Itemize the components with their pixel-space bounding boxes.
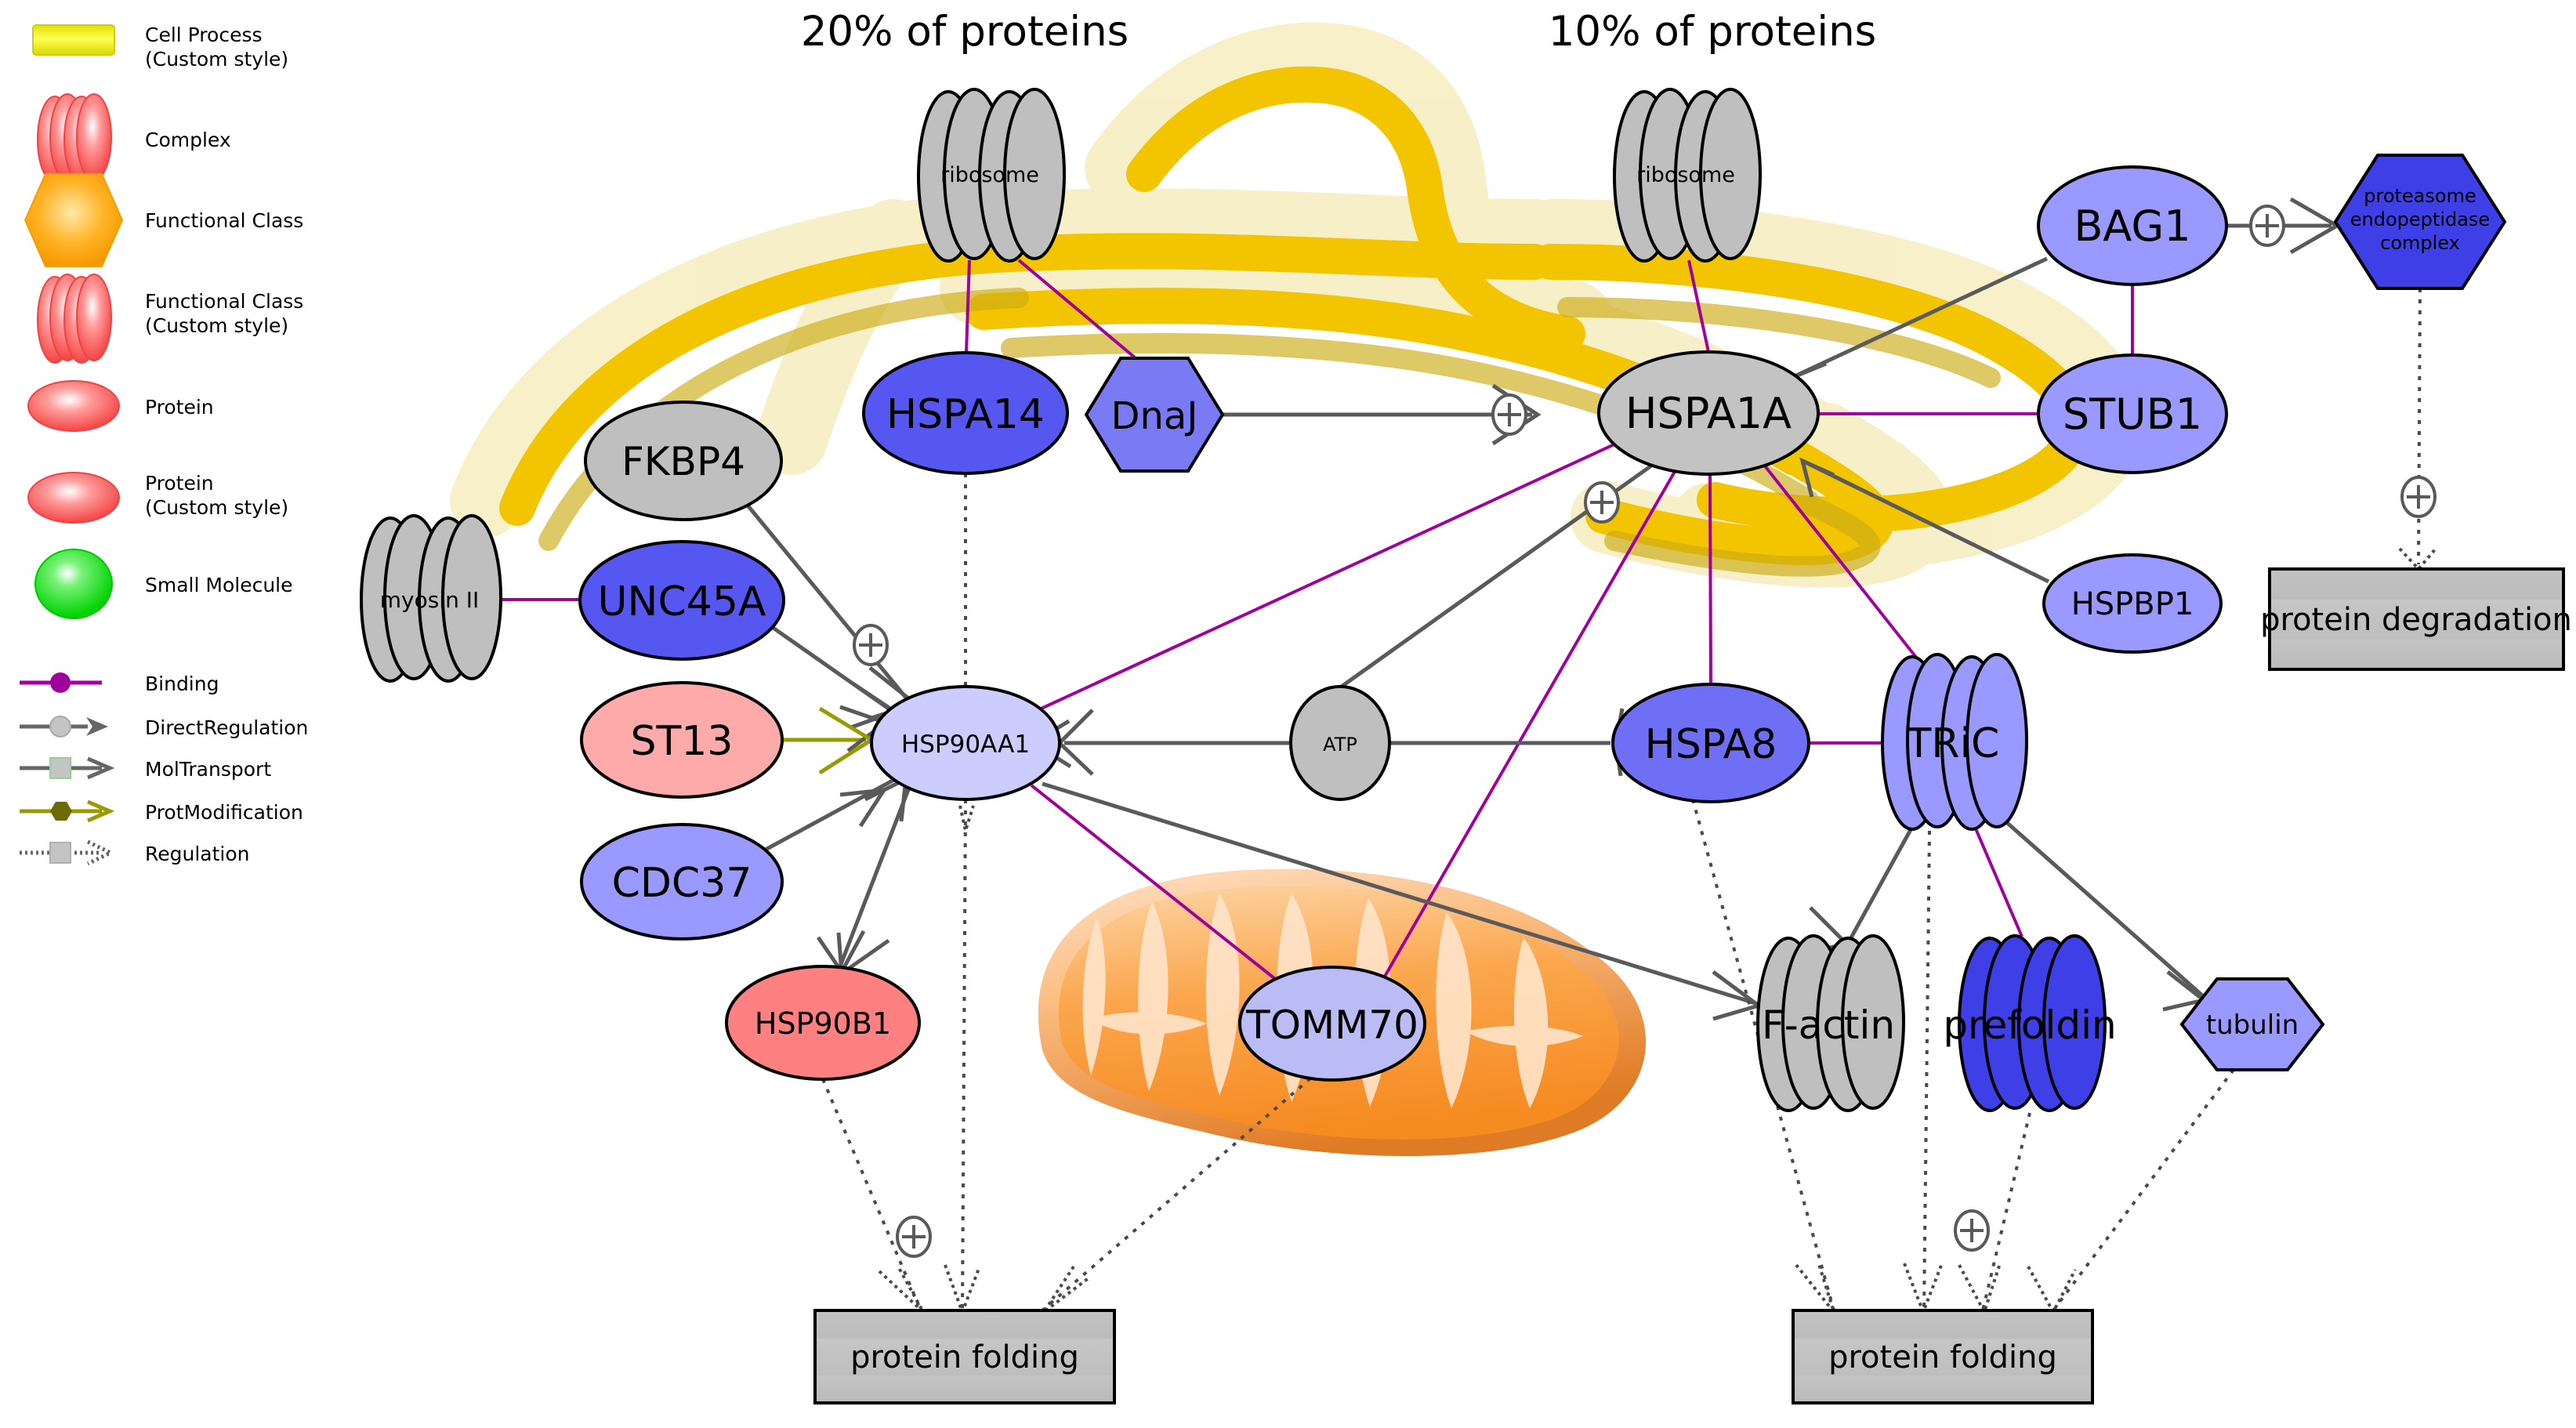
node-tomm70[interactable]: TOMM70	[1238, 966, 1426, 1082]
node-proteasome-endopeptidase-complex[interactable]: proteasome endopeptidase complex	[2333, 154, 2507, 290]
legend-edge-regulation	[20, 839, 115, 866]
legend-label-small-molecule: Small Molecule	[145, 574, 293, 596]
node-hspa14[interactable]: HSPA14	[862, 351, 1069, 475]
plus-marker	[1584, 481, 1620, 524]
node-stub1[interactable]: STUB1	[2037, 353, 2228, 474]
edge-hspa1a-tric	[1762, 462, 1922, 664]
legend-label-prot-modification: ProtModification	[145, 801, 303, 824]
node-unc45a[interactable]: UNC45A	[578, 540, 785, 661]
node-ribosome-left[interactable]: ribosome	[917, 88, 1066, 263]
node-bag1[interactable]: BAG1	[2037, 165, 2228, 286]
edge-hsp90aa1-tomm70	[1030, 784, 1292, 992]
annotation-20-percent: 20% of proteins	[801, 8, 1129, 56]
plus-marker	[2249, 205, 2285, 247]
edge-hsp90aa1-factin	[1042, 781, 1756, 1006]
legend: Cell Process (Custom style) Complex Func…	[20, 24, 308, 866]
node-hsp90aa1[interactable]: HSP90AA1	[870, 685, 1061, 801]
node-fkbp4[interactable]: FKBP4	[584, 400, 783, 521]
edge-ribosome-right-hspa1a	[1687, 259, 1710, 353]
edge-tric-factin	[1847, 825, 1915, 942]
legend-edge-direct-regulation	[20, 716, 108, 738]
node-atp[interactable]: ATP	[1289, 685, 1391, 801]
edge-fkbp4-hsp90aa1	[743, 500, 911, 703]
legend-swatch-complex	[37, 93, 112, 183]
edge-tomm70-protein-folding-left	[1041, 1077, 1312, 1312]
node-protein-folding-left[interactable]: protein folding	[813, 1309, 1116, 1404]
node-ribosome-right[interactable]: ribosome	[1613, 88, 1762, 263]
edge-ribosome-left-hspa14	[965, 259, 971, 353]
edge-hspa14-protein-folding-left	[961, 799, 967, 1311]
activation-markers	[853, 205, 2437, 1258]
legend-label-complex: Complex	[145, 129, 231, 151]
edge-layer	[476, 223, 2422, 1312]
edge-cdc37-hsp90aa1	[763, 774, 903, 853]
legend-label-functional-class-custom: Functional Class	[145, 290, 303, 313]
plus-marker	[853, 624, 889, 666]
legend-edge-binding	[20, 672, 102, 693]
legend-swatch-protein	[27, 380, 120, 432]
node-protein-folding-right[interactable]: protein folding	[1792, 1309, 2094, 1404]
node-cdc37[interactable]: CDC37	[580, 823, 784, 941]
node-hsp90b1[interactable]: HSP90B1	[725, 965, 921, 1081]
edge-tric-prefoldin	[1973, 826, 2023, 937]
legend-label-functional-class: Functional Class	[145, 209, 303, 232]
legend-label-regulation: Regulation	[145, 843, 250, 865]
legend-label-direct-regulation: DirectRegulation	[145, 716, 308, 739]
legend-swatch-protein-custom	[27, 472, 120, 524]
edge-tric-protein-folding-right	[1922, 830, 1931, 1311]
edge-hsp90aa1-hspa1a	[1034, 437, 1627, 713]
node-prefoldin[interactable]: prefoldin	[1943, 934, 2117, 1112]
edge-tric-tubulin	[1997, 814, 2204, 997]
node-tubulin[interactable]: tubulin	[2179, 977, 2325, 1071]
legend-swatch-small-molecule	[34, 549, 113, 619]
plus-marker	[896, 1216, 932, 1258]
plus-marker	[1491, 393, 1527, 436]
edge-ribosome-left-dnaj	[1017, 259, 1142, 364]
legend-edge-mol-transport	[20, 756, 115, 780]
annotation-10-percent: 10% of proteins	[1549, 8, 1877, 56]
edge-hspa1a-tomm70	[1378, 469, 1677, 987]
node-st13[interactable]: ST13	[580, 681, 784, 799]
edge-hspa1a-hspbp1	[1801, 458, 2050, 584]
edge-proteasome-protein-degradation	[2417, 288, 2422, 565]
node-hspa8[interactable]: HSPA8	[1611, 683, 1810, 803]
node-tric[interactable]: TRiC	[1881, 653, 2028, 831]
legend-label-protein-custom: Protein	[145, 472, 214, 495]
node-myosin-ii[interactable]: myosin II	[360, 514, 502, 683]
legend-label-cell-process-sub: (Custom style)	[145, 48, 288, 71]
node-dnaj[interactable]: DnaJ	[1084, 357, 1225, 473]
legend-label-cell-process: Cell Process	[145, 24, 263, 46]
edge-hsp90b1-protein-folding-left	[821, 1078, 922, 1311]
node-protein-degradation[interactable]: protein degradation	[2260, 567, 2572, 671]
binding-edges	[476, 259, 2134, 992]
edge-hspa1a-hspa8	[1708, 473, 1712, 685]
legend-swatch-functional-class-custom	[37, 274, 112, 364]
edge-hsp90aa1-hsp90b1	[836, 787, 911, 971]
node-hspa1a[interactable]: HSPA1A	[1597, 350, 1820, 476]
legend-label-mol-transport: MolTransport	[145, 758, 271, 781]
node-f-actin[interactable]: F-actin	[1756, 934, 1905, 1112]
node-hspbp1[interactable]: HSPBP1	[2042, 553, 2223, 654]
legend-label-protein-custom-sub: (Custom style)	[145, 496, 288, 519]
plus-marker	[1954, 1209, 1990, 1252]
edge-prefoldin-protein-folding-right	[1981, 1112, 2031, 1311]
legend-label-binding: Binding	[145, 672, 219, 695]
legend-swatch-functional-class	[24, 173, 124, 267]
legend-swatch-cell-process	[32, 24, 115, 56]
direct-regulation-edges	[743, 223, 2331, 1006]
plus-marker	[2400, 476, 2437, 518]
legend-label-functional-class-custom-sub: (Custom style)	[145, 314, 288, 337]
legend-edge-prot-modification	[20, 799, 115, 823]
legend-label-protein: Protein	[145, 396, 214, 419]
edge-hspa1a-bag1	[1793, 256, 2049, 379]
